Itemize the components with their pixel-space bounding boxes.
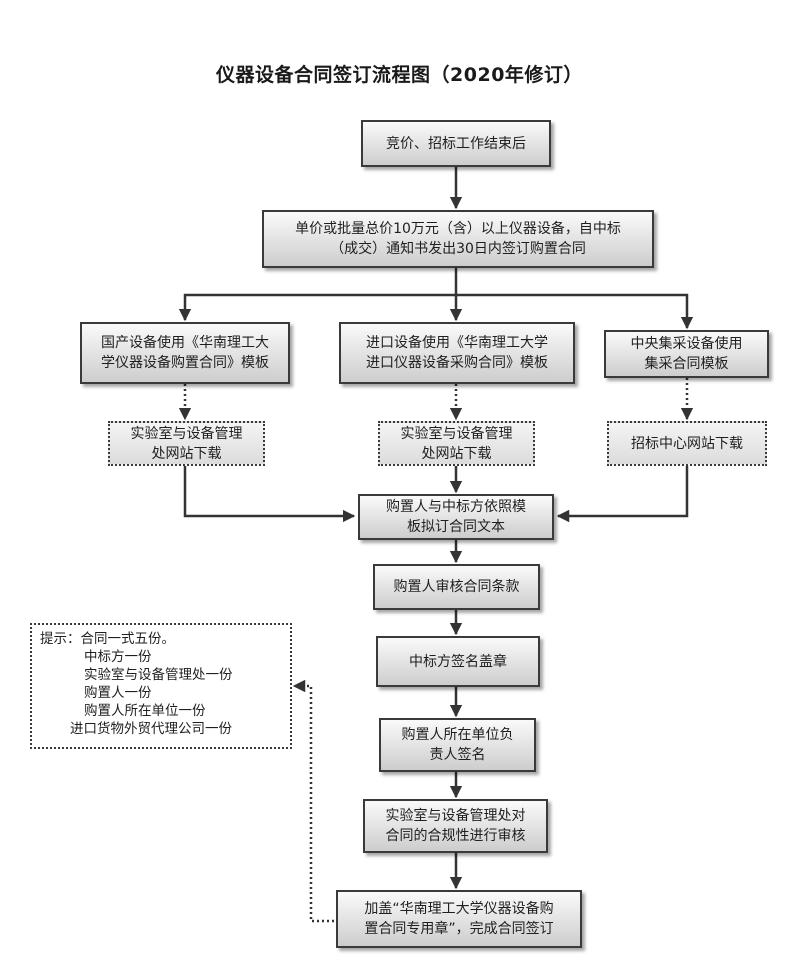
step-rule: 单价或批量总价10万元（含）以上仪器设备，自中标 （成交）通知书发出30日内签订…: [262, 210, 654, 268]
step-review-terms: 购置人审核合同条款: [373, 564, 540, 610]
step-import-template: 进口设备使用《华南理工大学 进口仪器设备采购合同》模板: [339, 322, 575, 384]
tip-note: 提示：合同一式五份。 中标方一份 实验室与设备管理处一份 购置人一份 购置人所在…: [30, 623, 292, 749]
tip-first-line: 合同一式五份。: [80, 631, 176, 647]
arrow-download-lab1-to-draft: [183, 466, 356, 523]
tip-item: 购置人所在单位一份: [84, 703, 206, 719]
step-draft-contract: 购置人与中标方依照模 板拟订合同文本: [358, 494, 554, 540]
step-domestic-template: 国产设备使用《华南理工大 学仪器设备购置合同》模板: [80, 322, 290, 384]
step-unit-sign: 购置人所在单位负 责人签名: [379, 718, 536, 772]
step-download-lab-import: 实验室与设备管理 处网站下载: [378, 421, 535, 466]
arrow-rule-to-central: [456, 293, 694, 330]
arrow-download-center-to-draft: [556, 466, 689, 523]
tip-label: 提示：: [40, 631, 81, 647]
step-download-center: 招标中心网站下载: [607, 421, 767, 466]
tip-item: 进口货物外贸代理公司一份: [70, 721, 232, 737]
page-title: 仪器设备合同签订流程图（2020年修订）: [216, 64, 583, 86]
step-compliance-review: 实验室与设备管理处对 合同的合规性进行审核: [363, 799, 548, 853]
dotted-arrow-seal-to-note: [292, 679, 334, 923]
tip-item: 中标方一份: [84, 649, 152, 665]
step-central-template: 中央集采设备使用 集采合同模板: [604, 330, 769, 378]
tip-item: 实验室与设备管理处一份: [84, 667, 233, 683]
step-seal-complete: 加盖“华南理工大学仪器设备购 置合同专用章”，完成合同签订: [336, 890, 582, 948]
tip-item: 购置人一份: [84, 685, 152, 701]
step-download-lab-domestic: 实验室与设备管理 处网站下载: [108, 421, 265, 466]
arrow-rule-to-domestic: [178, 268, 458, 322]
step-start: 竞价、招标工作结束后: [361, 120, 551, 167]
step-winner-sign: 中标方签名盖章: [376, 636, 540, 687]
